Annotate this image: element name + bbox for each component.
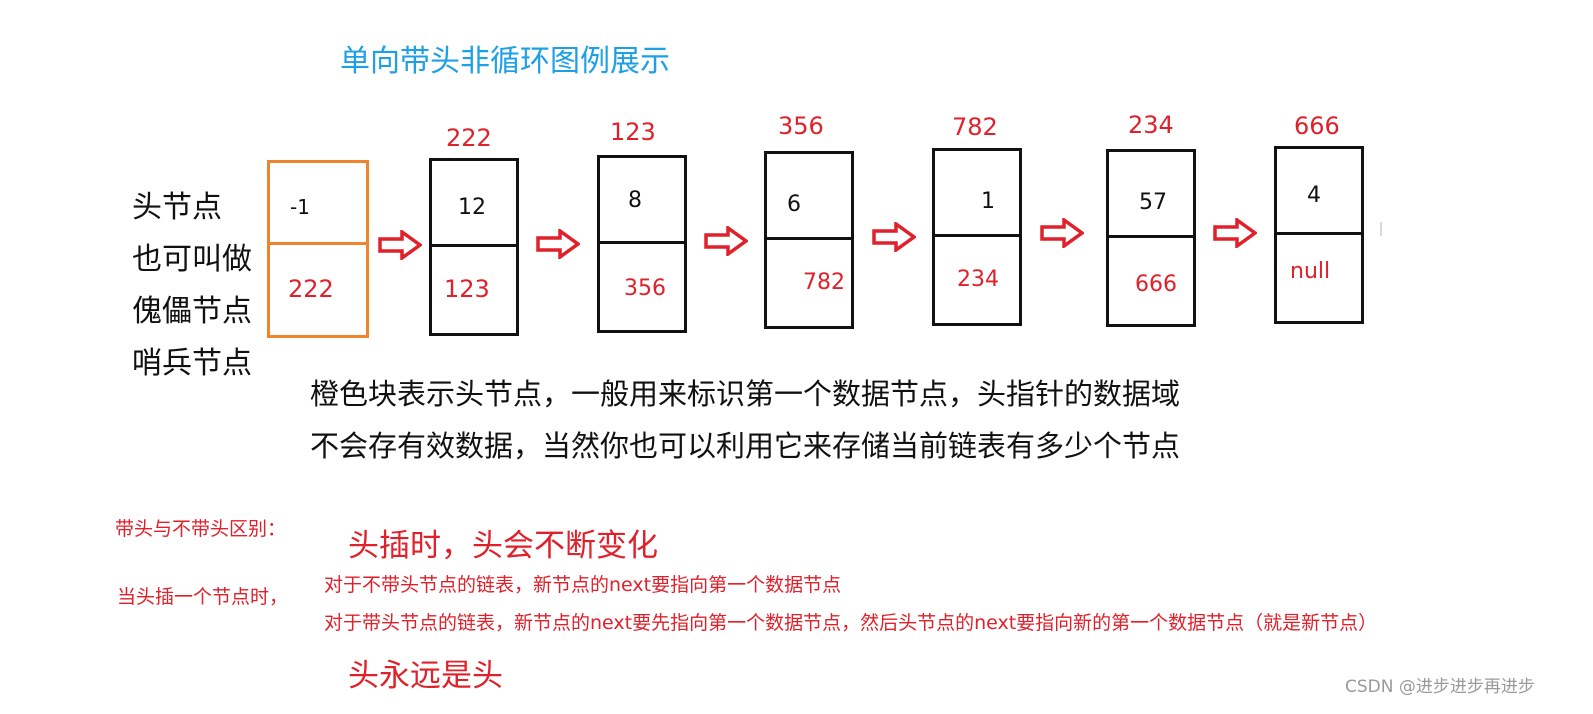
node-address: 234 <box>1128 111 1174 139</box>
alias-line: 头节点 <box>132 190 222 225</box>
alias-line: 傀儡节点 <box>132 294 252 329</box>
node-next: 234 <box>957 267 999 292</box>
diagram-title: 单向带头非循环图例展示 <box>340 44 670 79</box>
arrow-icon <box>1213 218 1257 248</box>
arrow-icon <box>704 226 748 256</box>
node-next: 666 <box>1135 272 1177 297</box>
node-value: 12 <box>458 195 486 220</box>
arrow-icon <box>378 230 422 260</box>
list-node: 4 null <box>1274 146 1364 324</box>
node-address: 666 <box>1294 112 1340 140</box>
list-node: 6 782 <box>764 151 854 329</box>
alias-line: 哨兵节点 <box>132 346 252 381</box>
list-node: 57 666 <box>1106 149 1196 327</box>
head-node-description: 橙色块表示头节点，一般用来标识第一个数据节点，头指针的数据域 不会存有效数据，当… <box>310 368 1180 472</box>
watermark: CSDN @进步进步再进步 <box>1345 677 1535 697</box>
insert-with-head-text: 对于带头节点的链表，新节点的next要先指向第一个数据节点，然后头节点的next… <box>324 612 1378 634</box>
list-node: 12 123 <box>429 158 519 336</box>
insert-label: 当头插一个节点时， <box>117 586 289 608</box>
node-address: 123 <box>610 118 656 146</box>
head-node-aliases: 头节点 也可叫做 傀儡节点 哨兵节点 <box>132 182 252 390</box>
node-value: 57 <box>1139 190 1167 215</box>
node-value: 8 <box>628 188 642 213</box>
node-next: null <box>1290 259 1331 284</box>
arrow-icon <box>536 229 580 259</box>
list-node: 1 234 <box>932 148 1022 326</box>
node-next: 222 <box>288 275 334 303</box>
node-next: 123 <box>444 275 490 303</box>
node-value: 4 <box>1307 183 1321 208</box>
node-next: 356 <box>624 276 666 301</box>
difference-main-text: 头插时，头会不断变化 <box>348 528 658 564</box>
node-next: 782 <box>803 270 845 295</box>
insert-no-head-text: 对于不带头节点的链表，新节点的next要指向第一个数据节点 <box>324 574 842 596</box>
node-value: 1 <box>981 189 995 214</box>
node-address: 356 <box>778 112 824 140</box>
node-value: -1 <box>290 195 310 219</box>
node-address: 222 <box>446 124 492 152</box>
arrow-icon <box>1040 218 1084 248</box>
list-node: 8 356 <box>597 155 687 333</box>
head-node: -1 222 <box>267 160 369 338</box>
description-line: 橙色块表示头节点，一般用来标识第一个数据节点，头指针的数据域 <box>310 377 1181 411</box>
alias-line: 也可叫做 <box>132 242 252 277</box>
arrow-icon <box>872 222 916 252</box>
head-forever-text: 头永远是头 <box>348 658 503 694</box>
description-line: 不会存有效数据，当然你也可以利用它来存储当前链表有多少个节点 <box>310 429 1181 463</box>
node-address: 782 <box>952 113 998 141</box>
difference-label: 带头与不带头区别： <box>115 518 287 540</box>
stray-mark <box>1380 222 1382 236</box>
node-value: 6 <box>787 192 801 217</box>
